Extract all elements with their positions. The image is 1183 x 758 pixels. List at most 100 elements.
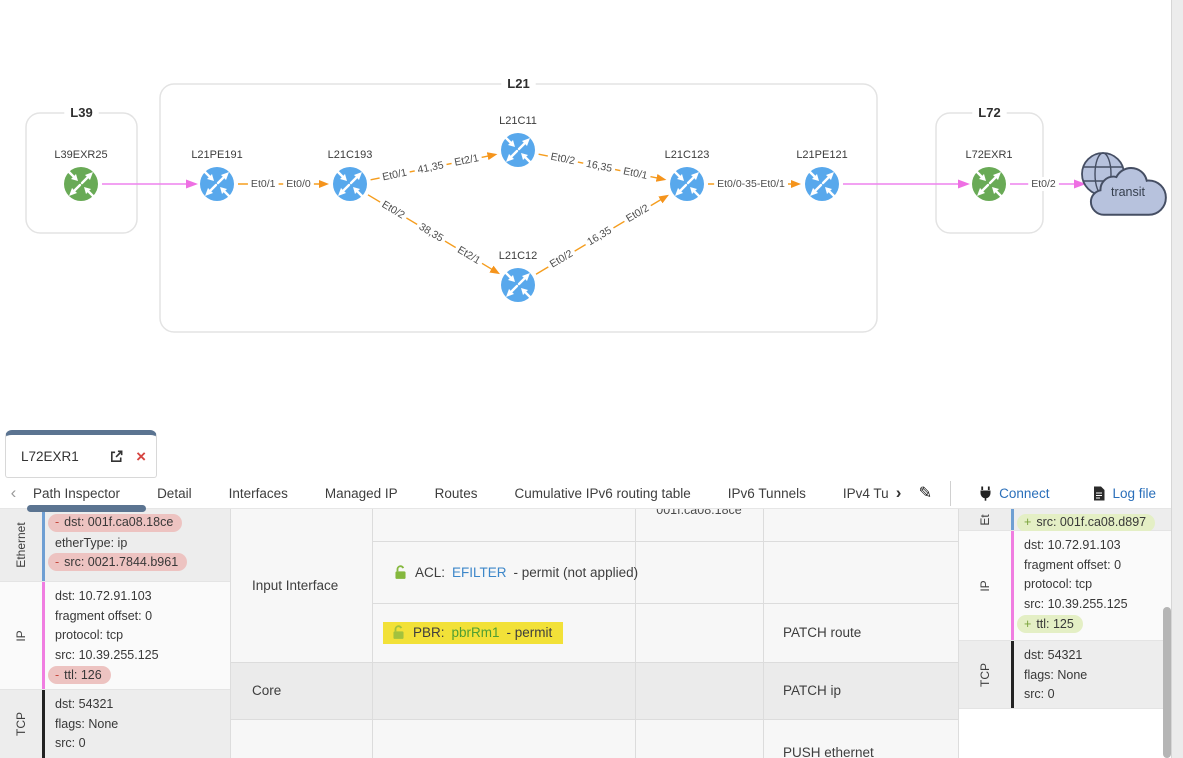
row-next	[231, 719, 958, 758]
router-arrow	[808, 170, 816, 178]
device-tab[interactable]: L72EXR1 ×	[5, 430, 157, 478]
acl-result: - permit (not applied)	[513, 564, 639, 580]
row-input-interface	[231, 509, 958, 662]
log-file-label: Log file	[1112, 485, 1156, 501]
acl-name-link[interactable]: EFILTER	[452, 564, 507, 580]
right-panel-scrollbar[interactable]	[1163, 607, 1171, 758]
log-file-button[interactable]: Log file	[1093, 486, 1156, 501]
pbr-result: - permit	[506, 624, 553, 640]
packet-field: -ttl: 126	[48, 665, 224, 685]
node-L21PE191[interactable]: L21PE191	[191, 149, 243, 201]
tabs-scroll-right-icon[interactable]: ›	[895, 483, 902, 502]
node-L72EXR1[interactable]: L72EXR1	[965, 149, 1013, 201]
link-label: 16,35	[582, 221, 618, 251]
table-divider	[231, 719, 958, 720]
packet-field-removed: -dst: 001f.ca08.18ce	[48, 513, 183, 532]
router-arrow	[203, 170, 211, 178]
link-label: 38,35	[413, 218, 449, 248]
edit-icon[interactable]: ✎	[918, 485, 933, 502]
packet-field: flags: None	[1024, 667, 1088, 682]
packet-section-label: TCP	[14, 712, 28, 736]
plug-icon	[980, 486, 991, 501]
connect-button[interactable]: Connect	[979, 486, 1049, 501]
tab-detail[interactable]: Detail	[157, 485, 192, 501]
node-L21C11[interactable]: L21C11	[499, 115, 537, 167]
tab-cumulative-ipv6-routing-table[interactable]: Cumulative IPv6 routing table	[514, 485, 691, 501]
router-arrowhead	[340, 174, 347, 181]
packet-field: fragment offset: 0	[55, 608, 153, 623]
packet-field: fragment offset: 0	[1024, 557, 1122, 572]
packet-field: dst: 10.72.91.103	[1024, 537, 1121, 552]
router-arrowhead	[220, 187, 227, 194]
router-arrowhead	[810, 188, 818, 196]
tab-interfaces[interactable]: Interfaces	[228, 485, 288, 501]
router-arrow	[87, 190, 95, 198]
link-label-text: Et0/0-35-Et0/1	[717, 178, 785, 190]
node-L21C123[interactable]: L21C123	[665, 149, 710, 201]
tab-bar: ‹ Path Inspector Detail Interfaces Manag…	[0, 478, 1172, 508]
cloud-shape	[1089, 167, 1167, 216]
transit-cloud[interactable]: transit	[1081, 152, 1167, 216]
page-scrollbar-track	[1171, 0, 1183, 758]
router-arrow	[981, 183, 990, 192]
tab-path-inspector[interactable]: Path Inspector	[33, 485, 121, 501]
router-arrowhead	[675, 188, 683, 196]
packet-section-label: TCP	[978, 662, 992, 687]
link-label-bg	[283, 177, 314, 191]
active-tab-underline	[27, 505, 146, 512]
router-arrowhead	[69, 188, 77, 196]
table-divider	[231, 662, 958, 663]
tab-routes[interactable]: Routes	[434, 485, 478, 501]
packet-field-added: +src: 001f.ca08.d897	[1017, 513, 1156, 532]
router-arrowhead	[508, 275, 515, 282]
pbr-label: PBR:	[413, 624, 445, 640]
router-arrow	[995, 190, 1003, 198]
cloud-label: transit	[1111, 185, 1146, 199]
node-L21C12[interactable]: L21C12	[499, 250, 538, 302]
packet-field: protocol: tcp	[1024, 577, 1093, 592]
packet-field: src: 0	[1024, 687, 1055, 702]
node-label: L21PE121	[796, 149, 847, 161]
group-label: L72	[978, 105, 1000, 120]
router-arrow	[223, 190, 231, 198]
packet-field: dst: 54321	[1024, 647, 1083, 662]
open-in-new-window-icon[interactable]	[109, 449, 124, 464]
router-arrowhead	[826, 172, 834, 180]
tab-managed-ip[interactable]: Managed IP	[324, 485, 398, 501]
tab-ipv6-tunnels[interactable]: IPv6 Tunnels	[727, 485, 806, 501]
node-L21PE121[interactable]: L21PE121	[796, 149, 848, 201]
table-divider	[763, 509, 764, 758]
tabs-scroll-left-icon[interactable]: ‹	[10, 483, 17, 502]
close-icon[interactable]: ×	[136, 446, 146, 466]
packet-field: src: 10.39.255.125	[55, 648, 159, 663]
layer-color-bar	[1011, 641, 1014, 708]
acl-label: ACL:	[415, 564, 446, 580]
router-arrowhead	[522, 273, 530, 281]
layer-color-bar	[42, 690, 45, 758]
router-arrow	[510, 284, 519, 293]
link-label-bg	[619, 163, 652, 184]
pbr-name-link[interactable]: pbrRm1	[451, 624, 500, 640]
node-L21C193[interactable]: L21C193	[328, 149, 373, 201]
link-label: Et2/1	[452, 241, 486, 270]
router-arrow	[67, 170, 75, 178]
router-arrowhead	[506, 289, 514, 297]
router-arrowhead	[677, 174, 684, 181]
acl-entry: ACL: EFILTER - permit (not applied)	[393, 541, 638, 603]
packet-field: dst: 10.72.91.103	[55, 588, 152, 603]
router-arrowhead	[506, 154, 514, 162]
link-label: Et0/2	[546, 149, 580, 169]
layer-color-bar	[1011, 509, 1014, 530]
router-arrowhead	[993, 172, 1001, 180]
packet-section-tcp: TCP dst: 54321 flags: None src: 0	[959, 641, 1172, 709]
router-arrow	[673, 170, 681, 178]
node-L39EXR25[interactable]: L39EXR25	[54, 149, 108, 201]
link-label-text: 16,35	[585, 158, 613, 175]
link-label-bg	[620, 199, 655, 228]
router-arrowhead	[85, 172, 93, 180]
tab-ipv4-tunnels[interactable]: IPv4 Tu	[842, 485, 889, 501]
router-arrow	[821, 176, 830, 185]
